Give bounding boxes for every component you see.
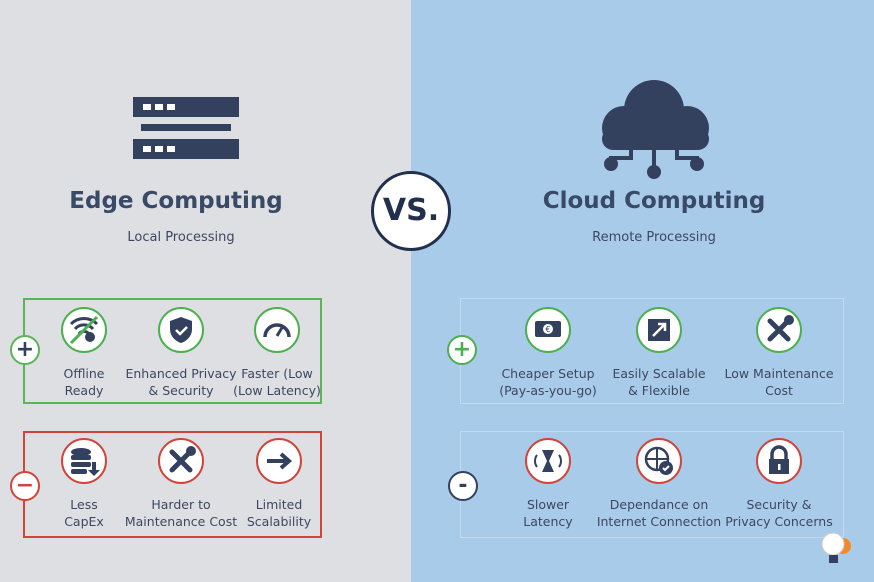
- scale-arrow-icon: [636, 307, 682, 353]
- cloud-title: Cloud Computing: [542, 188, 766, 214]
- shield-check-icon: [158, 307, 204, 353]
- item-label: Enhanced Privacy& Security: [125, 366, 237, 398]
- tools-icon: [158, 438, 204, 484]
- cloud-subtitle: Remote Processing: [592, 230, 716, 245]
- item-label: Cheaper Setup(Pay-as-you-go): [499, 366, 597, 398]
- edge-pro-item: Enhanced Privacy& Security: [116, 307, 246, 399]
- arrow-right-icon: [256, 438, 302, 484]
- wifi-off-icon: [61, 307, 107, 353]
- edge-title: Edge Computing: [69, 188, 283, 214]
- lightbulb-logo-icon: [821, 532, 851, 563]
- edge-pros-plus-icon: +: [10, 335, 40, 365]
- edge-subtitle: Local Processing: [127, 230, 235, 245]
- database-download-icon: [61, 438, 107, 484]
- cloud-pro-item: € Cheaper Setup(Pay-as-you-go): [483, 307, 613, 399]
- lock-icon: [756, 438, 802, 484]
- tools-icon: [756, 307, 802, 353]
- edge-pro-item: Faster (Low(Low Latency): [212, 307, 342, 399]
- cloud-cons-minus-icon: -: [448, 471, 478, 501]
- cloud-panel: Cloud Computing Remote Processing + - € …: [411, 0, 874, 582]
- globe-check-icon: [636, 438, 682, 484]
- cloud-pros-plus-icon: +: [447, 335, 477, 365]
- item-label: Security &Privacy Concerns: [725, 497, 833, 529]
- speedometer-icon: [254, 307, 300, 353]
- item-label: Easily Scalable& Flexible: [612, 366, 706, 398]
- hourglass-icon: [525, 438, 571, 484]
- cloud-pro-item: Easily Scalable& Flexible: [594, 307, 724, 399]
- item-label: Faster (Low(Low Latency): [233, 366, 321, 398]
- svg-text:€: €: [545, 325, 550, 334]
- server-icon: [133, 97, 239, 159]
- edge-cons-minus-icon: −: [10, 471, 40, 501]
- cloud-network-icon: [602, 80, 709, 179]
- vs-badge: VS.: [371, 171, 451, 251]
- cloud-con-item: Security &Privacy Concerns: [714, 438, 844, 530]
- money-icon: €: [525, 307, 571, 353]
- edge-panel: Edge Computing Local Processing + − Offl…: [0, 0, 411, 582]
